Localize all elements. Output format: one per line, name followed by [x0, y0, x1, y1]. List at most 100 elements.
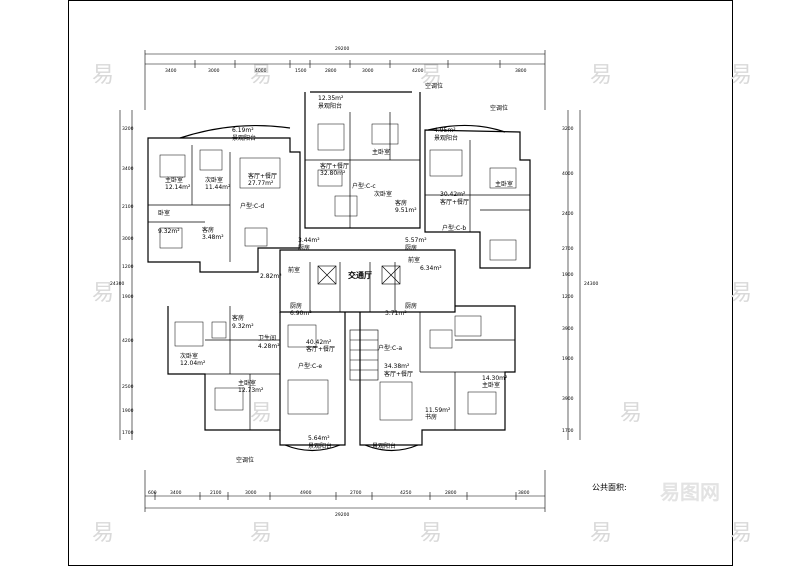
room-area: 2.82m²	[260, 273, 282, 280]
dim-label: 1900	[562, 356, 574, 362]
dim-label: 3000	[208, 68, 220, 74]
watermark-layer: 易 易 易 易 易 易 易 易 易 易 易 易 易 易	[92, 63, 752, 546]
watermark: 易	[250, 63, 272, 88]
room-area: 12.04m²	[180, 360, 206, 367]
dim-label: 3800	[518, 490, 530, 496]
dim-label: 2500	[122, 384, 134, 390]
watermark: 易	[420, 63, 442, 88]
drawing-frame	[68, 0, 733, 566]
furniture	[159, 123, 517, 421]
dim-label: 1200	[562, 294, 574, 300]
watermark: 易	[92, 63, 114, 88]
room-label: 主卧室	[372, 148, 390, 156]
room-label: 景观阳台	[232, 134, 256, 142]
room-label: 客厅+餐厅	[440, 198, 469, 206]
room-area: 6.90m²	[290, 310, 312, 317]
room-area: 27.77m²	[248, 180, 274, 187]
room-area: 12.73m²	[238, 387, 264, 394]
room-label: 厨房	[298, 244, 310, 252]
dim-label: 2700	[350, 490, 362, 496]
room-area: 5.57m²	[405, 237, 427, 244]
dim-label: 3900	[562, 326, 574, 332]
total-depth-label: 24300	[584, 281, 598, 287]
dim-label: 3900	[562, 396, 574, 402]
watermark: 易	[620, 401, 642, 426]
dimension-lines	[119, 50, 581, 512]
dim-label: 2100	[210, 490, 222, 496]
watermark: 易	[730, 63, 752, 88]
dim-label: 3200	[122, 126, 134, 132]
dim-label: 1900	[122, 408, 134, 414]
room-area: 14.30m²	[482, 375, 508, 382]
unit-type: 户型:C-d	[240, 202, 264, 210]
room-label: 厨房	[290, 302, 302, 310]
room-area: 9.32m²	[232, 323, 254, 330]
watermark-logo: 易图网	[660, 480, 720, 504]
room-label: 客房	[202, 226, 214, 234]
room-area: 4.95m²	[434, 127, 456, 134]
dim-label: 2100	[122, 204, 134, 210]
room-area: 32.80m²	[320, 170, 346, 177]
room-area: 11.59m²	[425, 407, 451, 414]
room-label: 景观阳台	[372, 442, 396, 450]
building-walls	[147, 91, 531, 452]
room-label: 厨房	[405, 244, 417, 252]
dim-label: 2400	[562, 211, 574, 217]
dim-label: 4000	[562, 171, 574, 177]
watermark: 易	[420, 521, 442, 546]
room-area: 34.38m²	[384, 363, 410, 370]
dimension-ticks	[154, 60, 517, 500]
room-label: 前室	[408, 256, 420, 264]
room-label: 客房	[395, 199, 407, 207]
room-label: 客厅+餐厅	[320, 162, 349, 170]
unit-type: 户型:C-c	[352, 182, 376, 190]
dimension-labels: 29200 29200 24300 24300 3400 3000 4000 1…	[110, 46, 598, 518]
room-label: 客房	[232, 314, 244, 322]
room-label: 次卧室	[180, 352, 198, 360]
room-label: 客厅+餐厅	[306, 345, 335, 353]
dim-label: 3000	[122, 236, 134, 242]
interior-walls	[148, 112, 530, 430]
room-area: 11.44m²	[205, 184, 231, 191]
room-area: 12.14m²	[165, 184, 191, 191]
room-area: 5.64m²	[308, 435, 330, 442]
room-label: 主卧室	[165, 176, 183, 184]
room-area: 30.42m²	[440, 191, 466, 198]
watermark: 易	[250, 401, 272, 426]
dim-label: 3200	[562, 126, 574, 132]
room-label: 空调位	[490, 104, 508, 112]
dim-label: 3400	[170, 490, 182, 496]
dim-label: 1900	[122, 294, 134, 300]
watermark: 易	[250, 521, 272, 546]
room-label: 厨房	[405, 302, 417, 310]
dim-label: 1700	[122, 430, 134, 436]
dim-label: 1200	[122, 264, 134, 270]
room-area: 3.48m²	[202, 234, 224, 241]
room-label: 主卧室	[482, 381, 500, 389]
room-label: 书房	[425, 413, 437, 421]
room-label: 空调位	[425, 82, 443, 90]
dim-label: 3000	[245, 490, 257, 496]
public-area-label: 公共面积:	[592, 483, 627, 492]
dim-label: 4250	[400, 490, 412, 496]
watermark: 易	[590, 521, 612, 546]
room-area: 6.34m²	[420, 265, 442, 272]
dim-label: 600	[148, 490, 157, 496]
watermark: 易	[730, 281, 752, 306]
room-label: 主卧室	[238, 379, 256, 387]
watermark: 易	[590, 63, 612, 88]
core-label: 交通厅	[348, 270, 372, 280]
room-label: 卧室	[158, 209, 170, 217]
dim-label: 1500	[295, 68, 307, 74]
dim-label: 3800	[515, 68, 527, 74]
watermark: 易	[92, 281, 114, 306]
core-elements	[317, 265, 401, 381]
room-label: 景观阳台	[318, 102, 342, 110]
room-label: 空调位	[236, 456, 254, 464]
room-area: 9.51m²	[395, 207, 417, 214]
room-label: 景观阳台	[434, 134, 458, 142]
room-area: 3.71m²	[385, 310, 407, 317]
room-label: 前室	[288, 266, 300, 274]
room-area: 9.32m²	[158, 228, 180, 235]
